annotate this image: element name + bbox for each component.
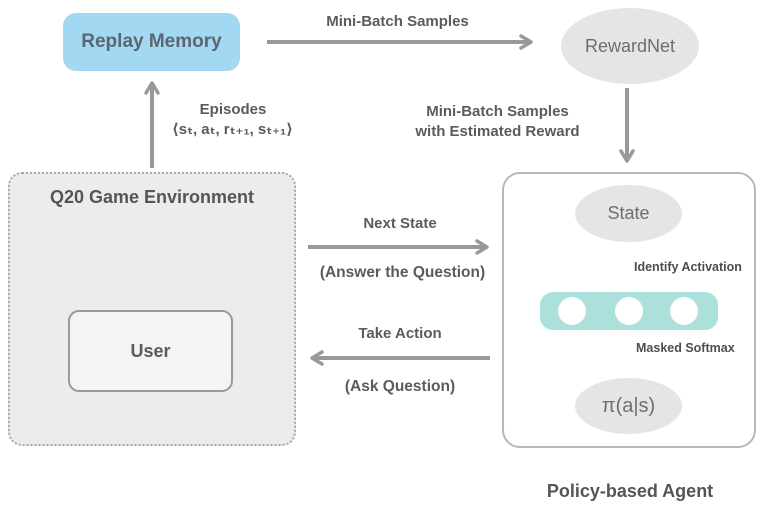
rewardnet-node: RewardNet — [561, 8, 699, 84]
policy-agent-caption: Policy-based Agent — [546, 481, 714, 501]
state-node: State — [575, 185, 682, 242]
episodes-label: Episodes — [199, 101, 267, 118]
neuron-icon — [670, 297, 698, 325]
replay-memory-node: Replay Memory — [63, 13, 240, 71]
state-label: State — [607, 203, 650, 223]
episodes-tuple-label: ⟨sₜ, aₜ, rₜ₊₁, sₜ₊₁⟩ — [171, 121, 294, 138]
user-label: User — [130, 340, 171, 361]
ask-question-label: (Ask Question) — [344, 378, 456, 395]
replay-memory-label: Replay Memory — [81, 31, 222, 52]
neuron-icon — [558, 297, 586, 325]
q20-environment-box — [8, 172, 296, 446]
policy-output-label: π(a|s) — [601, 394, 656, 417]
next-state-label: Next State — [363, 215, 437, 232]
q20-environment-title: Q20 Game Environment — [49, 187, 255, 207]
rewardnet-label: RewardNet — [584, 35, 676, 56]
policy-output-node: π(a|s) — [575, 378, 682, 434]
hidden-layer — [540, 292, 718, 330]
mini-batch-reward-label-line1: Mini-Batch Samples — [426, 103, 569, 120]
answer-question-label: (Answer the Question) — [319, 264, 486, 281]
mini-batch-samples-label: Mini-Batch Samples — [326, 13, 469, 30]
mini-batch-reward-label-line2: with Estimated Reward — [415, 123, 580, 140]
identify-activation-label: Identify Activation — [634, 260, 742, 274]
take-action-label: Take Action — [358, 325, 442, 342]
masked-softmax-label: Masked Softmax — [636, 341, 735, 355]
neuron-icon — [615, 297, 643, 325]
user-node: User — [68, 310, 233, 392]
